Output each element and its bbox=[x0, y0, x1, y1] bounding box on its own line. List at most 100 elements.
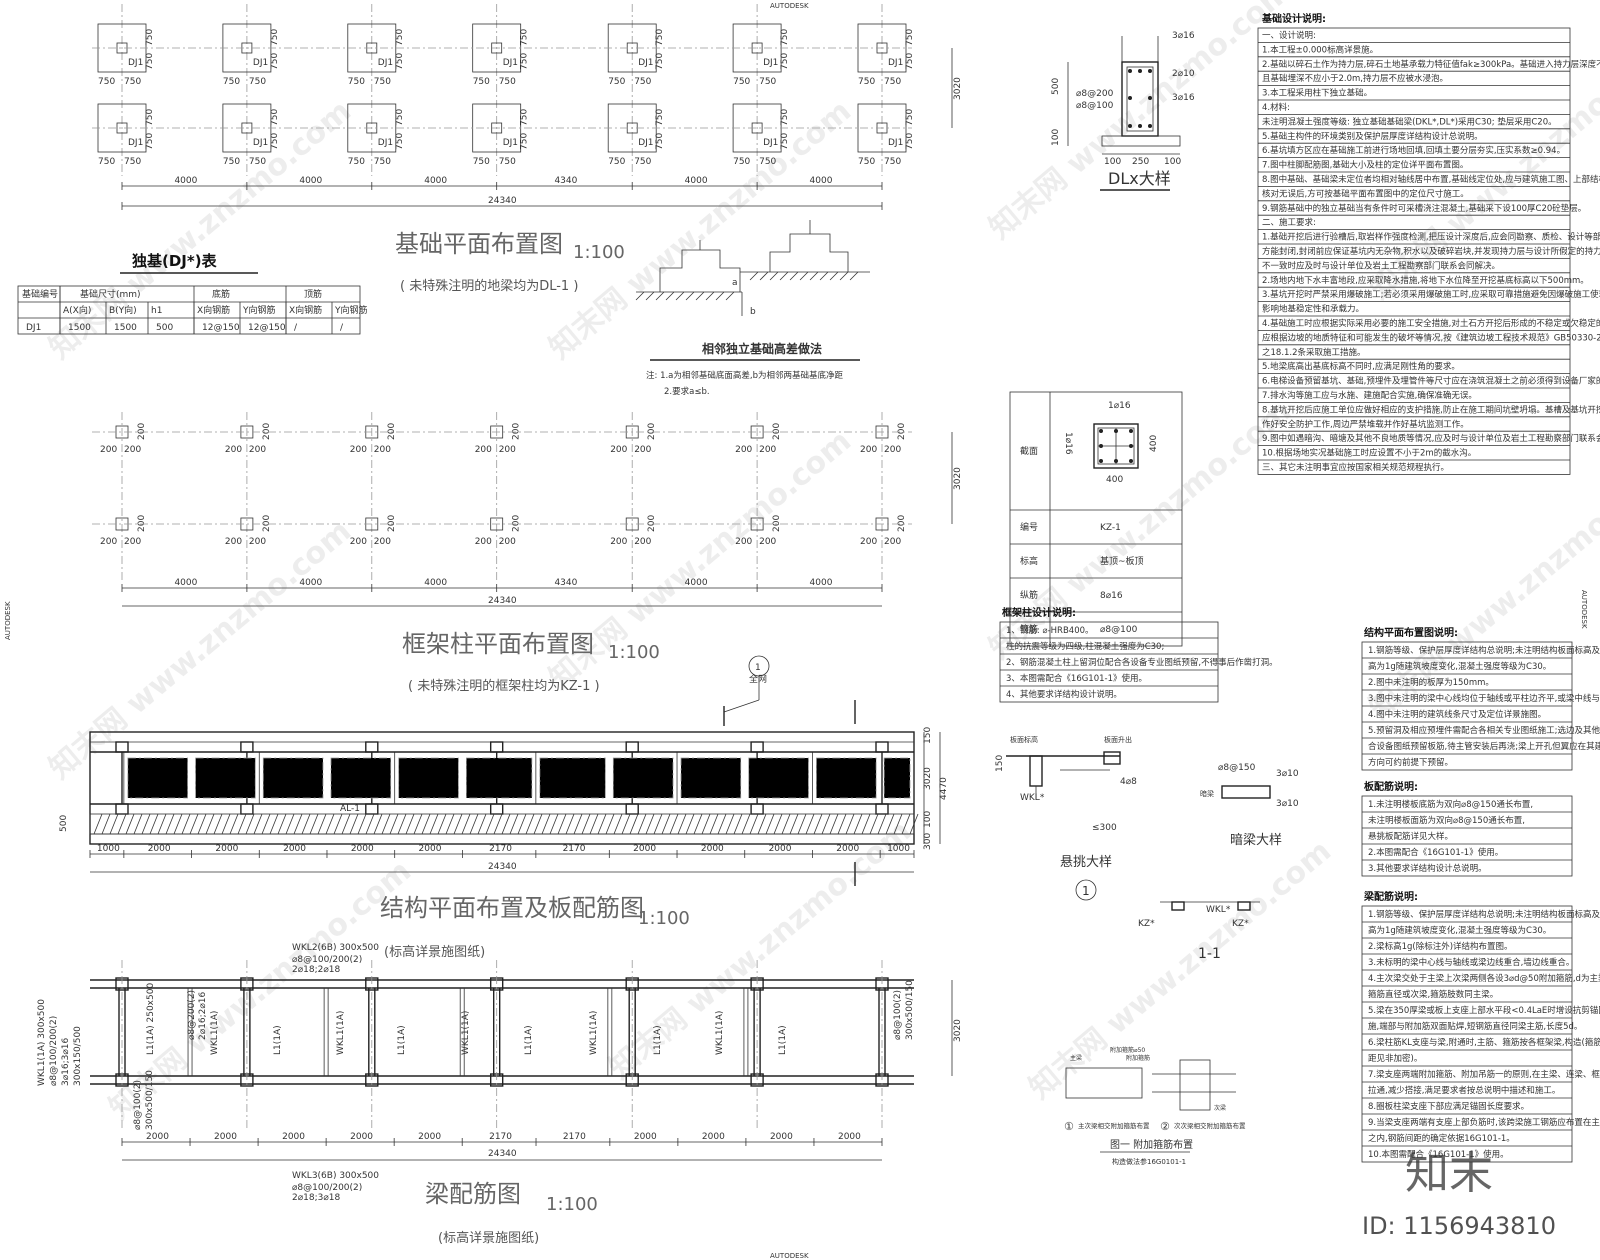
line bbox=[397, 813, 407, 835]
total-dim: 24340 bbox=[488, 196, 517, 206]
notes-item: 6.基坑填方区应在基础施工前进行场地回填,回填土要分层夯实,压实系数≥0.94。 bbox=[1262, 145, 1565, 156]
notes-item: 5.预留洞及相应预埋件需配合各相关专业图纸施工;选边及其他专业应配 bbox=[1368, 725, 1600, 736]
notes-item: 1.钢筋等级、保护层厚度详结构总说明;未注明结构板面标高及梁顶标 bbox=[1368, 909, 1600, 920]
fig1-c1: ① bbox=[1064, 1120, 1074, 1133]
beam-v-label: L1(1A) bbox=[397, 1025, 407, 1055]
row-gap-dim: 3020 bbox=[953, 77, 963, 100]
line bbox=[157, 813, 167, 835]
line bbox=[637, 813, 647, 835]
section-kz1: KZ* bbox=[1138, 919, 1155, 929]
footing-dim: 750 bbox=[98, 77, 115, 87]
notes-item: 1、钢筋: ⌀-HRB400。 bbox=[1006, 625, 1094, 636]
bay-dim: 4000 bbox=[810, 578, 833, 588]
footing-dim: 750 bbox=[655, 53, 665, 70]
rebar-dot bbox=[1114, 459, 1118, 463]
notes-item: 5.基础主构件的环境类别及保护层厚度详结构设计总说明。 bbox=[1262, 131, 1483, 142]
footing-dim: 750 bbox=[374, 157, 391, 167]
autodesk-mark-right: AUTODESK bbox=[1580, 590, 1588, 629]
line bbox=[93, 813, 103, 835]
dl-dim-w1: 100 bbox=[1104, 157, 1121, 167]
dl-rebar-bot: 3⌀16 bbox=[1172, 93, 1195, 103]
section-marker-sub: 全网 bbox=[749, 673, 767, 685]
beam-v-label: L1(1A) 250x500 bbox=[146, 983, 156, 1055]
beam-v-label: WKL1(1A) bbox=[336, 1011, 346, 1055]
notes-item: 1.未注明楼板底筋为双向⌀8@150通长布置, bbox=[1368, 799, 1533, 810]
column-dim: 200 bbox=[100, 445, 117, 455]
notes-title: 板配筋说明: bbox=[1364, 780, 1418, 793]
column-dim: 200 bbox=[124, 445, 141, 455]
structure-plan-scale: 1:100 bbox=[638, 908, 690, 929]
footing-dim: 750 bbox=[98, 157, 115, 167]
line bbox=[413, 813, 423, 835]
beam-plan-title: 梁配筋图 bbox=[425, 1180, 521, 1208]
hidden-r3: 3⌀10 bbox=[1276, 799, 1299, 809]
bay-dim: 4000 bbox=[685, 578, 708, 588]
notes-item: 3.基坑开挖时严禁采用爆破施工;若必须采用爆破施工时,应采取可靠措施避免因爆破施… bbox=[1262, 289, 1600, 300]
line bbox=[109, 813, 119, 835]
notes-item: 且基础埋深不应小于2.0m,持力层不应被水浸泡。 bbox=[1262, 73, 1448, 84]
column-stub bbox=[491, 122, 503, 134]
line bbox=[213, 813, 223, 835]
line bbox=[773, 813, 783, 835]
line bbox=[757, 813, 767, 835]
kz-row-label: 标高 bbox=[1020, 555, 1038, 567]
column-dim: 200 bbox=[262, 515, 272, 532]
column-dim: 200 bbox=[884, 537, 901, 547]
slab-panel bbox=[612, 757, 674, 799]
line bbox=[469, 813, 479, 835]
line bbox=[845, 813, 855, 835]
dj-table-title: 独基(DJ*)表 bbox=[132, 252, 218, 270]
adjacent-label-a: a bbox=[732, 278, 738, 288]
notes-item: 作好安全防护工作,周边严禁堆载并作好基坑监测工作。 bbox=[1262, 419, 1469, 430]
line bbox=[229, 813, 239, 835]
footing bbox=[347, 23, 397, 73]
column-dim: 200 bbox=[772, 423, 782, 440]
table-group: 基础编号 bbox=[22, 288, 58, 300]
line bbox=[693, 813, 703, 835]
footing-dim: 750 bbox=[634, 157, 651, 167]
notes-item: 施,端部与附加筋双面贴焊,短钢筋直径同梁主筋,长度5d。 bbox=[1368, 1021, 1582, 1032]
line bbox=[373, 813, 383, 835]
beam-rebar: 300x500/150 bbox=[905, 980, 915, 1040]
line bbox=[357, 813, 367, 835]
line bbox=[309, 813, 319, 835]
footing-dim: 750 bbox=[759, 157, 776, 167]
autodesk-mark-bottom: AUTODESK bbox=[770, 1252, 809, 1260]
column-dim: 200 bbox=[225, 537, 242, 547]
foundation-notes: 基础设计说明:一、设计说明:1.本工程±0.000标高详景施。2.基础以碎石土作… bbox=[1257, 12, 1600, 475]
line bbox=[709, 813, 719, 835]
line bbox=[853, 813, 863, 835]
slab-panel bbox=[680, 757, 742, 799]
adjacent-label-b: b bbox=[750, 307, 756, 317]
line bbox=[293, 813, 303, 835]
column bbox=[875, 803, 889, 815]
footing-dim: 750 bbox=[733, 77, 750, 87]
footing-dim: 750 bbox=[884, 77, 901, 87]
table-cell: 1500 bbox=[114, 323, 137, 333]
footing-label: DJ1 bbox=[253, 138, 268, 148]
footing-dim: 750 bbox=[395, 53, 405, 70]
line bbox=[621, 813, 631, 835]
footing-label: DJ1 bbox=[378, 138, 393, 148]
kz-top-rebar: 1⌀16 bbox=[1108, 401, 1131, 411]
table-cell: 1500 bbox=[68, 323, 91, 333]
notes-item: 二、施工要求: bbox=[1262, 217, 1316, 228]
notes-item: 合设备图纸预留板筋,待主管安装后再浇;梁上开孔但翼应在其建议 bbox=[1368, 741, 1600, 752]
cantilever bbox=[89, 813, 915, 835]
line bbox=[381, 813, 391, 835]
notes-item: 4、其他要求详结构设计说明。 bbox=[1006, 689, 1122, 700]
line bbox=[805, 813, 815, 835]
watermark-text: 知末网 www.znzmo.com bbox=[983, 0, 1298, 246]
notes-item: 5.梁在350厚梁或板上支座上部水平段<0.4LaE时增设抗剪锚固措 bbox=[1368, 1005, 1600, 1016]
notes-title: 结构平面布置图说明: bbox=[1364, 626, 1458, 639]
table-col: X向钢筋 bbox=[289, 304, 322, 316]
table-group: 基础尺寸(mm) bbox=[80, 288, 141, 300]
column-dim: 200 bbox=[860, 445, 877, 455]
bay-dim: 2000 bbox=[702, 1132, 725, 1142]
column bbox=[240, 741, 254, 753]
bay-dim: 2000 bbox=[146, 1132, 169, 1142]
beam-v-label: WKL1(1A) bbox=[589, 1011, 599, 1055]
notes-item: 拉通,减少搭接,满足要求者按总说明中描述和施工。 bbox=[1368, 1085, 1560, 1096]
